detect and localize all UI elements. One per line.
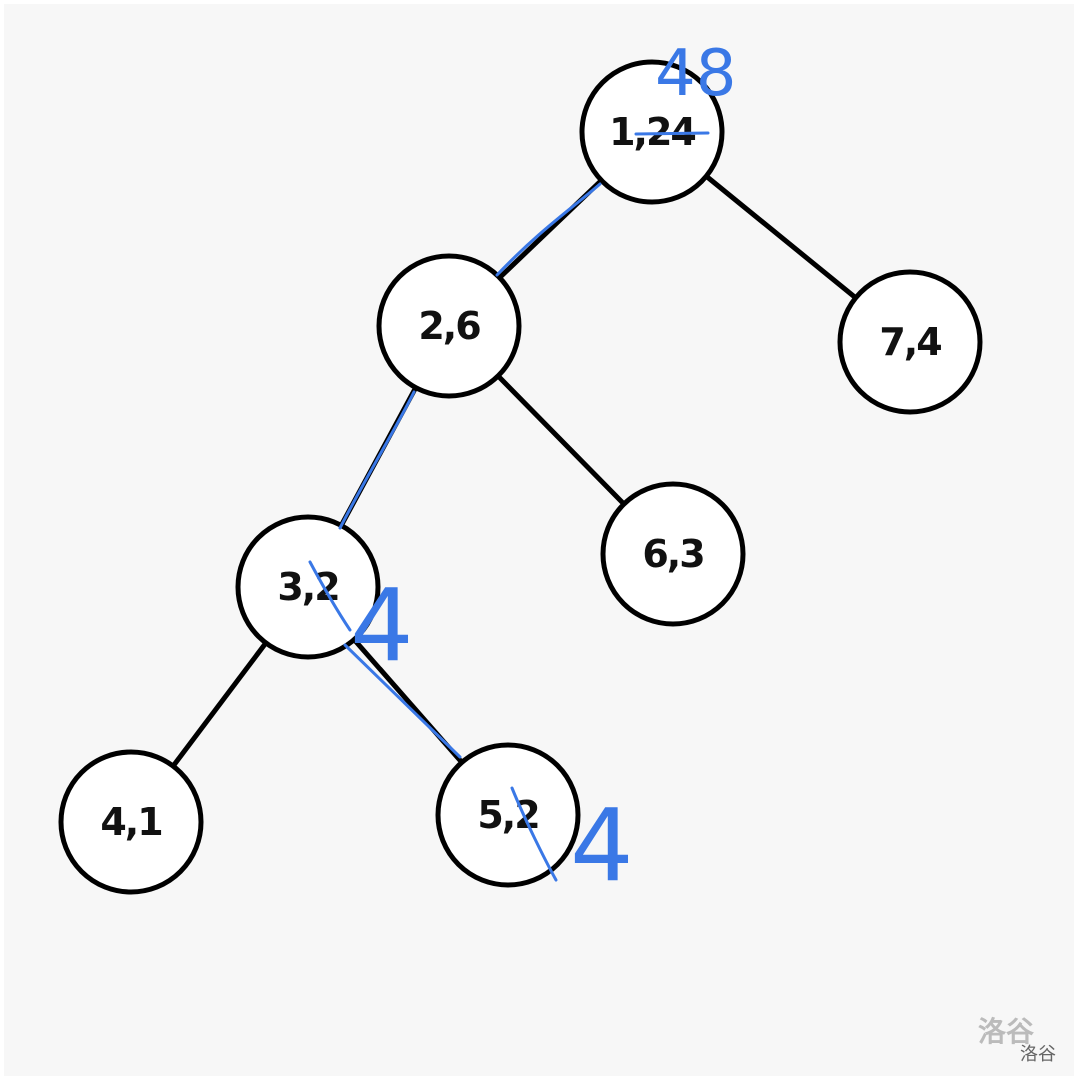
tree-node: 5,2 bbox=[435, 742, 581, 888]
node-circle bbox=[837, 269, 983, 415]
strike-node3 bbox=[308, 560, 352, 632]
highlight-edge-2-3 bbox=[338, 390, 416, 530]
node5-annotation: 4 bbox=[570, 787, 634, 904]
strike-root bbox=[634, 131, 710, 136]
highlight-edge-3-5 bbox=[343, 643, 462, 759]
node-circle bbox=[376, 253, 522, 399]
background bbox=[4, 4, 1074, 1076]
node-circle bbox=[435, 742, 581, 888]
highlight-edge-1-2 bbox=[495, 182, 602, 277]
tree-node: 1,24 bbox=[579, 59, 725, 205]
root-annotation: 48 bbox=[655, 37, 736, 111]
tree-node: 6,3 bbox=[600, 481, 746, 627]
tree-node: 4,1 bbox=[58, 749, 204, 895]
watermark-large: 洛谷 bbox=[978, 1015, 1035, 1048]
node-label: 3,2 bbox=[277, 565, 338, 609]
node3-annotation: 4 bbox=[350, 567, 414, 684]
strike-node5 bbox=[510, 786, 558, 882]
node-circle bbox=[579, 59, 725, 205]
node-circle bbox=[600, 481, 746, 627]
node-label: 6,3 bbox=[642, 532, 703, 576]
node-label: 7,4 bbox=[879, 320, 941, 364]
tree-node: 2,6 bbox=[376, 253, 522, 399]
node-circle bbox=[58, 749, 204, 895]
watermark-small: 洛谷 bbox=[1020, 1044, 1056, 1065]
tree-node: 7,4 bbox=[837, 269, 983, 415]
node-label: 2,6 bbox=[418, 304, 480, 348]
node-label: 4,1 bbox=[100, 800, 161, 844]
